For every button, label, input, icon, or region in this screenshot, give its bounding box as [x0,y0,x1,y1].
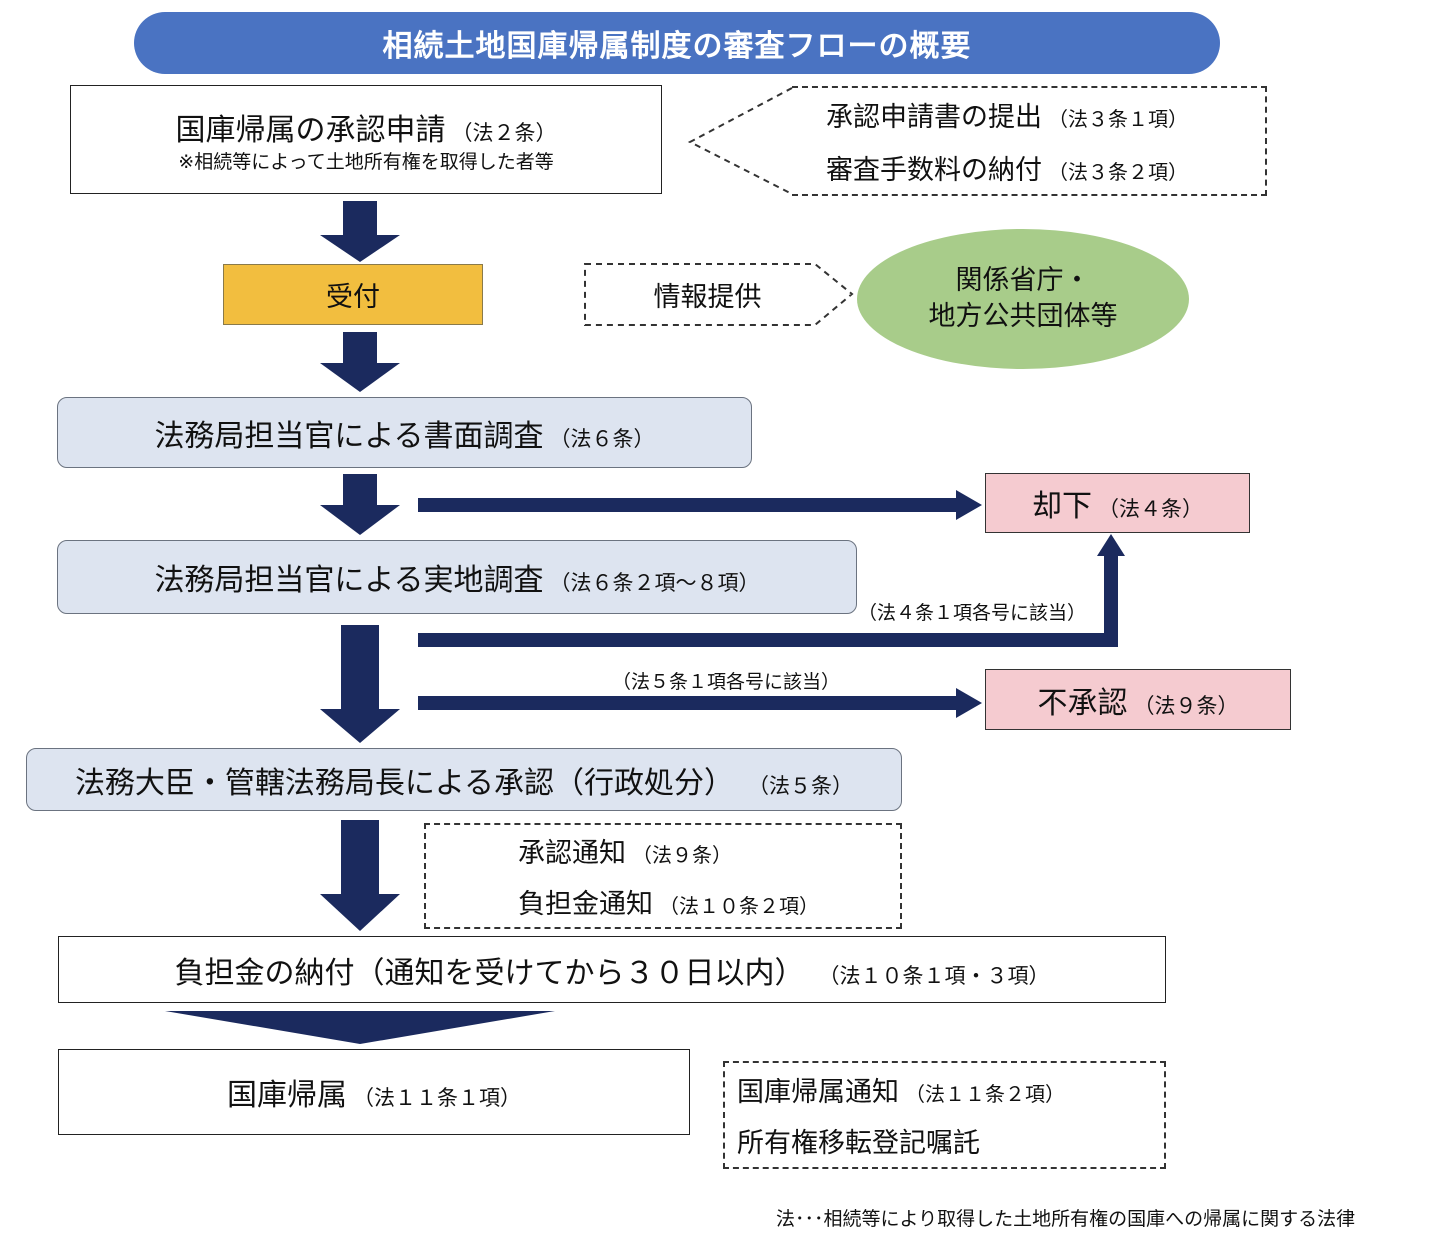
approval-label: 法務大臣・管轄法務局長による承認（行政処分） [74,765,735,801]
field-review-label: 法務局担当官による実地調査 [154,563,544,598]
arrow-field-to-rejection [418,534,1125,647]
down-arrow-5 [320,820,400,931]
agencies-line-1: 関係省庁・ [955,265,1091,296]
disapproval-box: 不承認 （法９条） [985,669,1291,730]
info-provision: 情報提供 [585,264,830,325]
agencies-line-2: 地方公共団体等 [928,301,1118,332]
down-arrow-4 [320,625,400,743]
submission-item-1: 承認申請書の提出 [826,102,1042,133]
application-box: 国庫帰属の承認申請 （法２条） ※相続等によって土地所有権を取得した者等 [70,85,662,194]
vesting-box: 国庫帰属 （法１１条１項） [58,1049,690,1135]
down-arrow-2 [320,332,400,392]
submission-item-2-law: （法３条２項） [1048,160,1188,184]
field-review-box: 法務局担当官による実地調査 （法６条２項～８項） [57,540,857,614]
reception-box: 受付 [223,264,483,325]
submission-item-2: 審査手数料の納付 [826,155,1042,186]
application-note: ※相続等によって土地所有権を取得した者等 [178,151,554,173]
field-review-law: （法６条２項～８項） [549,571,760,595]
vesting-notice-item-2: 所有権移転登記嘱託 [737,1128,980,1159]
document-review-law: （法６条） [549,426,655,451]
submission-callout-pointer [687,87,793,195]
vesting-label: 国庫帰属 [227,1078,347,1113]
approval-law: （法５条） [748,773,854,798]
page-title: 相続土地国庫帰属制度の審査フローの概要 [134,12,1220,74]
rejection-law: （法４条） [1098,497,1203,521]
payment-label: 負担金の納付（通知を受けてから３０日以内） [174,955,805,991]
notice-item-2: 負担金通知 [518,889,653,920]
application-law: （法２条） [451,121,557,145]
footnote: 法･･･相続等により取得した土地所有権の国庫への帰属に関する法律 [776,1208,1356,1230]
agencies: 関係省庁・ 地方公共団体等 [857,229,1189,369]
application-label: 国庫帰属の承認申請 [175,113,446,148]
payment-box: 負担金の納付（通知を受けてから３０日以内） （法１０条１項・３項） [58,936,1166,1003]
payment-law: （法１０条１項・３項） [818,963,1050,988]
document-review-box: 法務局担当官による書面調査 （法６条） [57,397,752,468]
agencies-ellipse [857,229,1189,369]
down-arrow-1 [320,201,400,262]
notice-item-1: 承認通知 [518,838,626,869]
approval-box: 法務大臣・管轄法務局長による承認（行政処分） （法５条） [26,748,902,811]
submission-box: 承認申請書の提出 （法３条１項） 審査手数料の納付 （法３条２項） [792,86,1267,196]
notice-item-2-law: （法１０条２項） [659,894,819,918]
vesting-notice-box: 国庫帰属通知 （法１１条２項） 所有権移転登記嘱託 [723,1061,1166,1169]
notices-box: 承認通知 （法９条） 負担金通知 （法１０条２項） [424,823,902,929]
submission-item-1-law: （法３条１項） [1048,107,1188,131]
down-arrow-3 [320,474,400,535]
vesting-law: （法１１条１項） [353,1086,521,1110]
disapproval-law: （法９条） [1133,693,1239,718]
arrow-to-rejection [418,490,982,520]
vesting-notice-item-1-law: （法１１条２項） [905,1082,1065,1106]
disapproval-label: 不承認 [1037,685,1128,721]
vesting-notice-item-1: 国庫帰属通知 [737,1077,899,1108]
reception-label: 受付 [326,282,380,313]
wedge-arrow [165,1011,555,1044]
document-review-label: 法務局担当官による書面調査 [154,418,544,454]
info-provision-label: 情報提供 [653,282,762,313]
note-article-4: （法４条１項各号に該当） [858,602,1087,624]
rejection-label: 却下 [1032,489,1092,524]
info-provision-arrow [584,263,854,326]
notice-item-1-law: （法９条） [632,843,732,867]
rejection-box: 却下 （法４条） [985,473,1250,533]
arrow-to-disapproval [418,688,982,718]
note-article-5: （法５条１項各号に該当） [612,671,841,693]
